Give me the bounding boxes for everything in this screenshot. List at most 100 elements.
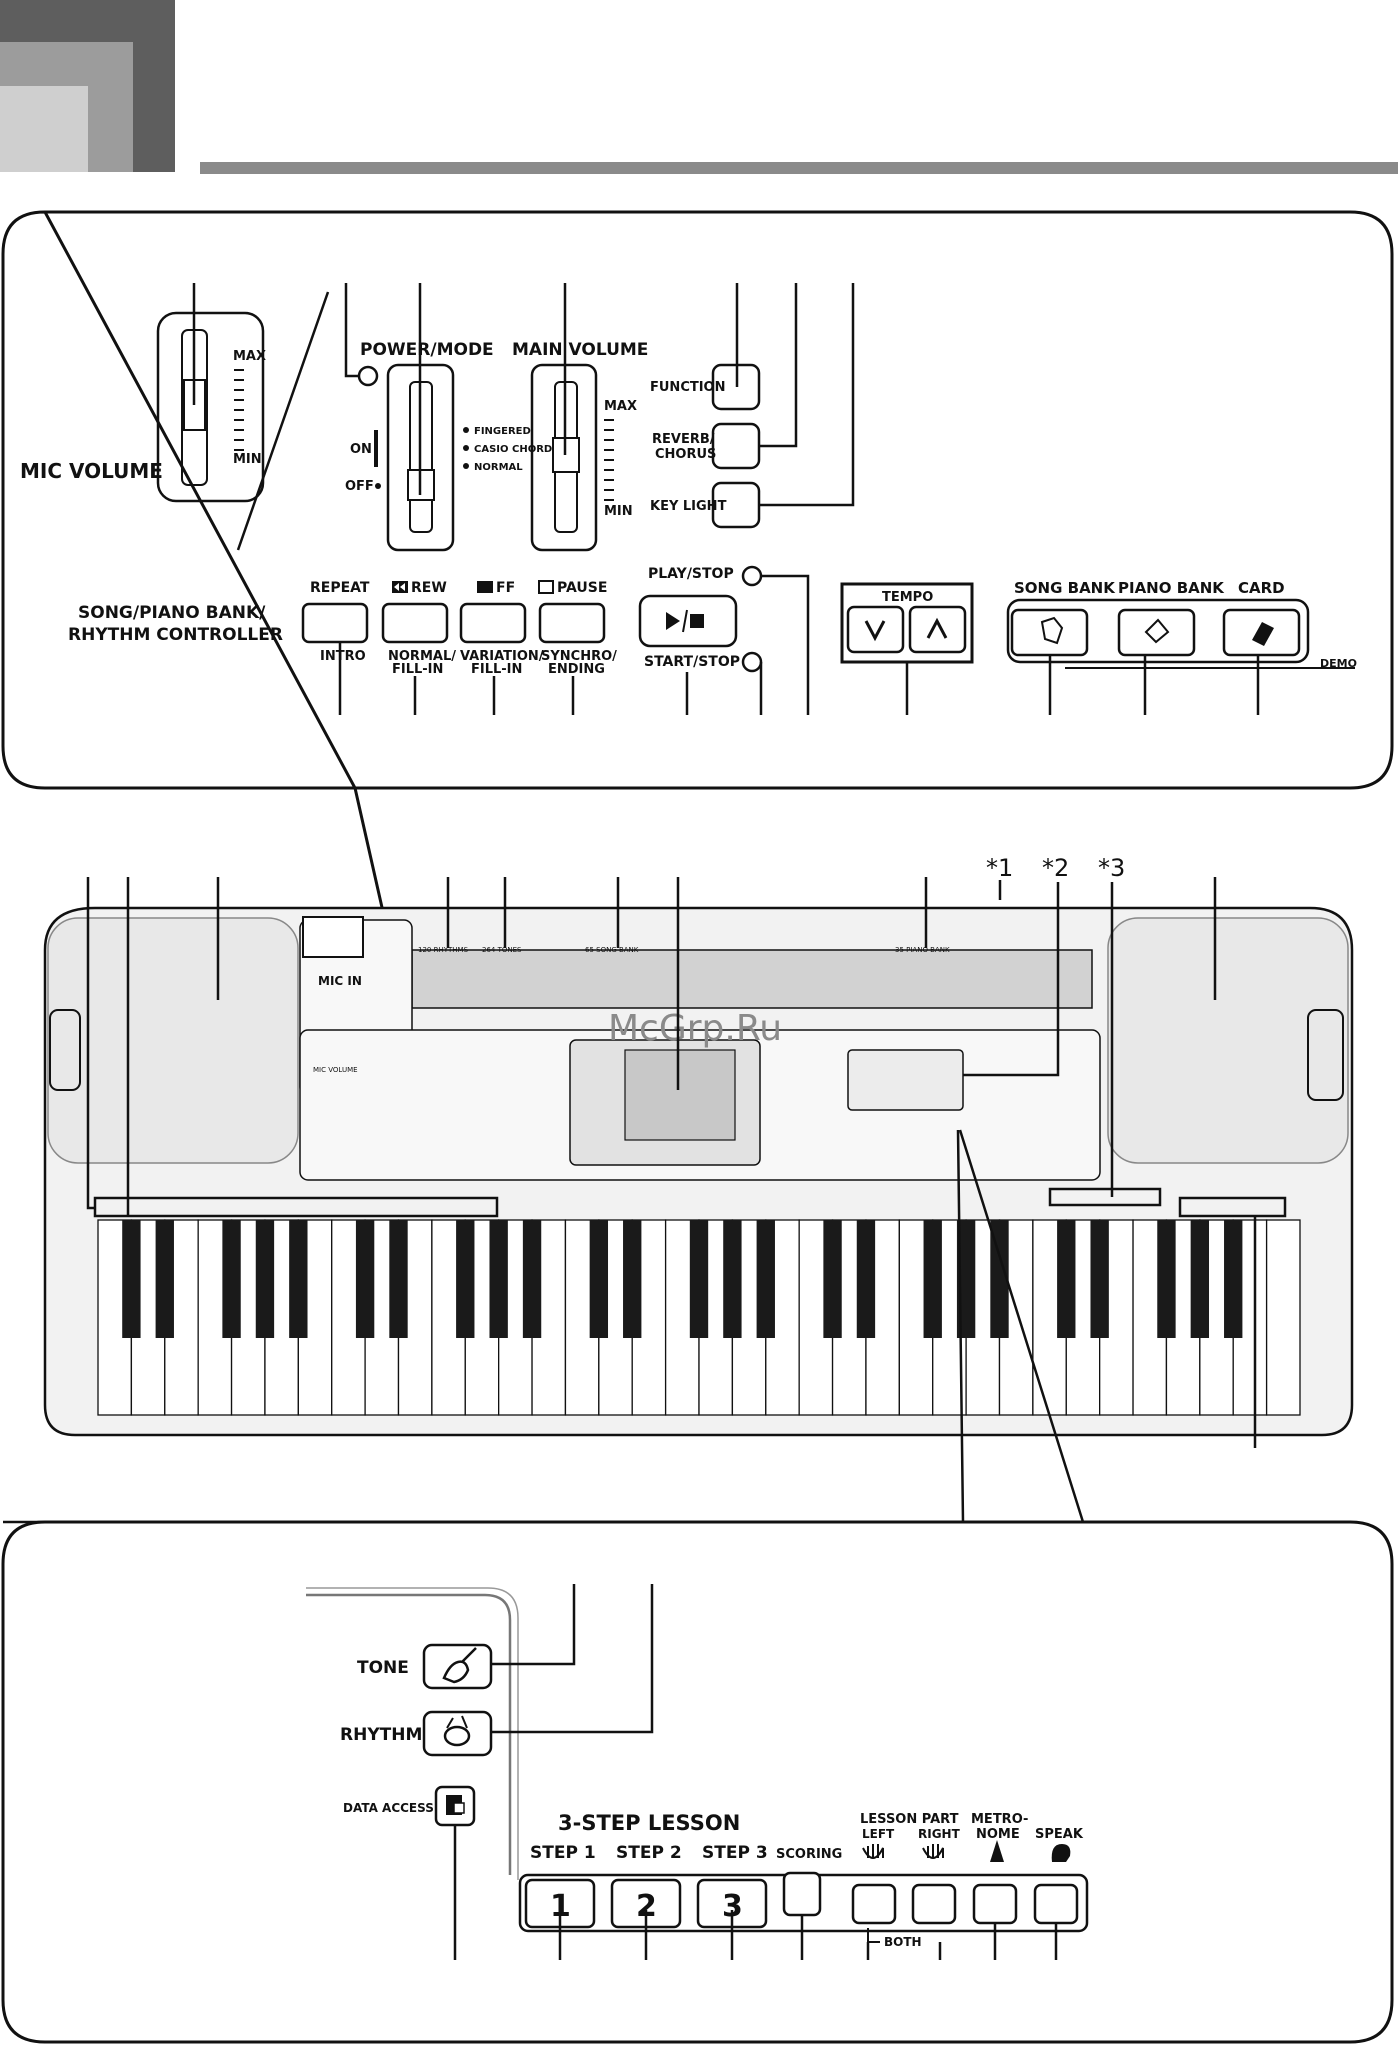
main-volume-min: MIN: [604, 504, 633, 519]
mode-normal: NORMAL: [474, 462, 523, 473]
play-stop-label: PLAY/STOP: [648, 566, 734, 582]
lesson-left-button[interactable]: [851, 1883, 897, 1925]
tempo-up-button[interactable]: [908, 605, 967, 654]
main-volume-max: MAX: [604, 399, 637, 414]
off-dot: [375, 483, 381, 489]
black-key[interactable]: [990, 1220, 1009, 1338]
black-key[interactable]: [856, 1220, 876, 1338]
black-key[interactable]: [255, 1220, 275, 1338]
scoring-label: SCORING: [776, 1847, 842, 1862]
mic-volume-slider[interactable]: [156, 311, 265, 503]
reverb-chorus-button[interactable]: [711, 422, 761, 470]
chevron-up-icon: [926, 617, 948, 639]
lcd-screen: [624, 1049, 736, 1141]
black-key[interactable]: [456, 1220, 475, 1338]
metronome-label-2: NOME: [976, 1827, 1020, 1842]
main-volume-label: MAIN VOLUME: [512, 340, 648, 360]
card-button[interactable]: [1222, 608, 1301, 657]
marker-2: *2: [1042, 854, 1069, 882]
both-label: BOTH: [884, 1935, 922, 1949]
speak-icon: [1051, 1844, 1071, 1862]
right-speaker: [1107, 917, 1349, 1164]
tone-label-strip: [1178, 1196, 1287, 1218]
sd-card-strip: [1048, 1187, 1162, 1207]
black-key[interactable]: [689, 1220, 709, 1338]
white-key[interactable]: [1265, 1219, 1301, 1416]
synchro-label-1: SYNCHRO/: [541, 649, 617, 664]
black-key[interactable]: [1157, 1220, 1176, 1338]
black-key[interactable]: [623, 1220, 642, 1338]
black-key[interactable]: [589, 1220, 609, 1338]
controller-label-2: RHYTHM CONTROLLER: [68, 625, 283, 645]
right-label: RIGHT: [918, 1827, 961, 1841]
black-key[interactable]: [1190, 1220, 1210, 1338]
step2-number: 2: [636, 1889, 657, 1924]
drum-icon: [443, 1725, 471, 1747]
piano-keys: [97, 1219, 1301, 1416]
pause-button[interactable]: [538, 602, 606, 644]
black-key[interactable]: [289, 1220, 308, 1338]
controller-label-1: SONG/PIANO BANK/: [78, 603, 266, 623]
ff-button[interactable]: [459, 602, 527, 644]
speak-button[interactable]: [1033, 1883, 1079, 1925]
play-stop-button[interactable]: [638, 594, 738, 648]
lesson-right-button[interactable]: [911, 1883, 957, 1925]
tone-button[interactable]: [422, 1643, 493, 1690]
callout-lines-top: [192, 283, 1260, 715]
tone-label: TONE: [357, 1658, 409, 1678]
rhythm-button[interactable]: [422, 1710, 493, 1757]
data-access-button[interactable]: [434, 1785, 476, 1827]
black-key[interactable]: [222, 1220, 241, 1338]
mode-dot-1: [463, 427, 469, 433]
mode-dot-3: [463, 463, 469, 469]
song-bank-button[interactable]: [1010, 608, 1089, 657]
printed-song-bank: 65 SONG BANK: [585, 946, 639, 954]
piano-bank-label: PIANO BANK: [1118, 579, 1225, 597]
printed-rhythms: 120 RHYTHMS: [418, 946, 469, 954]
chevron-down-icon: [864, 620, 886, 642]
black-key[interactable]: [923, 1220, 942, 1338]
pause-label: PAUSE: [557, 580, 607, 596]
right-hand-icon: [922, 1844, 944, 1859]
rew-label: REW: [411, 580, 447, 596]
right-handle: [1307, 1009, 1344, 1101]
black-key[interactable]: [1224, 1220, 1243, 1338]
callout-lines-bottom: [453, 1584, 1058, 1960]
black-key[interactable]: [756, 1220, 775, 1338]
rew-button[interactable]: [381, 602, 449, 644]
mic-in-label: MIC IN: [318, 974, 362, 988]
metronome-button[interactable]: [972, 1883, 1018, 1925]
black-key[interactable]: [389, 1220, 408, 1338]
black-key[interactable]: [823, 1220, 842, 1338]
start-indicator-icon: [741, 651, 763, 673]
black-key[interactable]: [155, 1220, 174, 1338]
left-label: LEFT: [862, 1827, 895, 1841]
step1-number: 1: [550, 1889, 571, 1924]
repeat-button[interactable]: [301, 602, 369, 644]
piano-bank-button[interactable]: [1117, 608, 1196, 657]
black-key[interactable]: [355, 1220, 375, 1338]
main-volume-slider[interactable]: [530, 363, 614, 552]
card-label: CARD: [1238, 579, 1285, 597]
scoring-button[interactable]: [782, 1871, 822, 1917]
top-callout-panel: [1, 210, 1394, 966]
ff-label: FF: [496, 580, 515, 596]
song-bank-icon: [1040, 616, 1064, 645]
normal-label-2: FILL-IN: [392, 662, 443, 677]
black-key[interactable]: [489, 1220, 508, 1338]
power-mode-switch[interactable]: [386, 363, 455, 552]
power-mode-label: POWER/MODE: [360, 340, 494, 360]
watermark: McGrp.Ru: [608, 1008, 782, 1049]
rew-icon: [392, 581, 408, 593]
black-key[interactable]: [522, 1220, 542, 1338]
black-key[interactable]: [1057, 1220, 1076, 1338]
black-key[interactable]: [122, 1220, 141, 1338]
black-key[interactable]: [723, 1220, 742, 1338]
tempo-down-button[interactable]: [846, 605, 905, 654]
marker-1: *1: [986, 854, 1013, 882]
piano-bank-icon: [1144, 618, 1170, 644]
black-key[interactable]: [1090, 1220, 1109, 1338]
speak-label: SPEAK: [1035, 1827, 1084, 1842]
lesson-title: 3-STEP LESSON: [558, 1811, 740, 1835]
